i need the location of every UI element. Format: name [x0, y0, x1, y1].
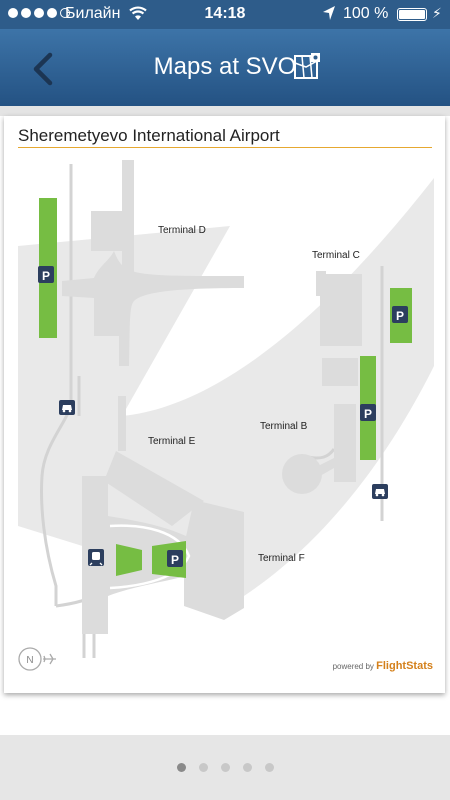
nav-bar: Maps at SVO	[0, 29, 450, 106]
svg-text:P: P	[171, 553, 179, 567]
terminal-c-building	[316, 271, 362, 346]
carrier-name: Билайн	[65, 5, 121, 22]
parking-sign: P	[360, 404, 376, 421]
terminal-d-label: Terminal D	[158, 225, 206, 236]
page-dot[interactable]	[198, 763, 208, 772]
terminal-c-label: Terminal C	[312, 250, 360, 261]
svg-text:P: P	[396, 309, 404, 323]
parking-sign: P	[392, 306, 408, 323]
airport-map-card[interactable]: Sheremetyevo International Airport	[4, 116, 445, 693]
page-indicator-bar	[0, 735, 450, 800]
wifi-icon	[129, 6, 147, 20]
battery-icon	[397, 8, 427, 21]
page-dot[interactable]	[220, 763, 230, 772]
terminal-f-label: Terminal F	[258, 553, 305, 564]
clock: 14:18	[204, 5, 246, 22]
page-dot[interactable]	[176, 763, 186, 772]
signal-strength-icon	[8, 8, 70, 18]
back-chevron-icon[interactable]	[26, 49, 66, 89]
page-indicator[interactable]	[0, 763, 450, 772]
terminal-e-label: Terminal E	[148, 436, 196, 447]
page-dot[interactable]	[242, 763, 252, 772]
terminal-b-building	[282, 358, 358, 494]
location-arrow-icon	[323, 6, 335, 20]
taxi-icon	[372, 484, 388, 499]
compass-icon: N	[18, 647, 42, 671]
svg-text:P: P	[42, 269, 50, 283]
map-title: Sheremetyevo International Airport	[18, 126, 280, 145]
parking-lot-e	[116, 544, 142, 576]
battery-percent: 100 %	[343, 5, 389, 22]
map-icon	[294, 53, 320, 79]
taxi-icon	[59, 400, 75, 415]
terminal-d-building	[62, 160, 244, 366]
connector-loop	[109, 524, 191, 590]
airport-map: P P P P Ter	[18, 160, 434, 671]
flightstats-logo: FlightStats	[376, 660, 433, 672]
charging-icon: ⚡	[432, 5, 442, 21]
train-icon	[88, 549, 104, 566]
status-bar: Билайн 14:18 100 % ⚡	[0, 0, 450, 29]
svg-text:N: N	[26, 655, 33, 666]
airplane-icon	[43, 653, 56, 665]
top-divider	[0, 106, 450, 116]
parking-sign: P	[167, 550, 183, 567]
svg-text:P: P	[364, 407, 372, 421]
page-title: Maps at SVO	[153, 53, 297, 80]
parking-sign: P	[38, 266, 54, 283]
title-rule	[18, 147, 432, 148]
page-dot[interactable]	[264, 763, 274, 772]
terminal-b-label: Terminal B	[260, 421, 308, 432]
powered-by: powered by FlightStats	[332, 660, 433, 672]
